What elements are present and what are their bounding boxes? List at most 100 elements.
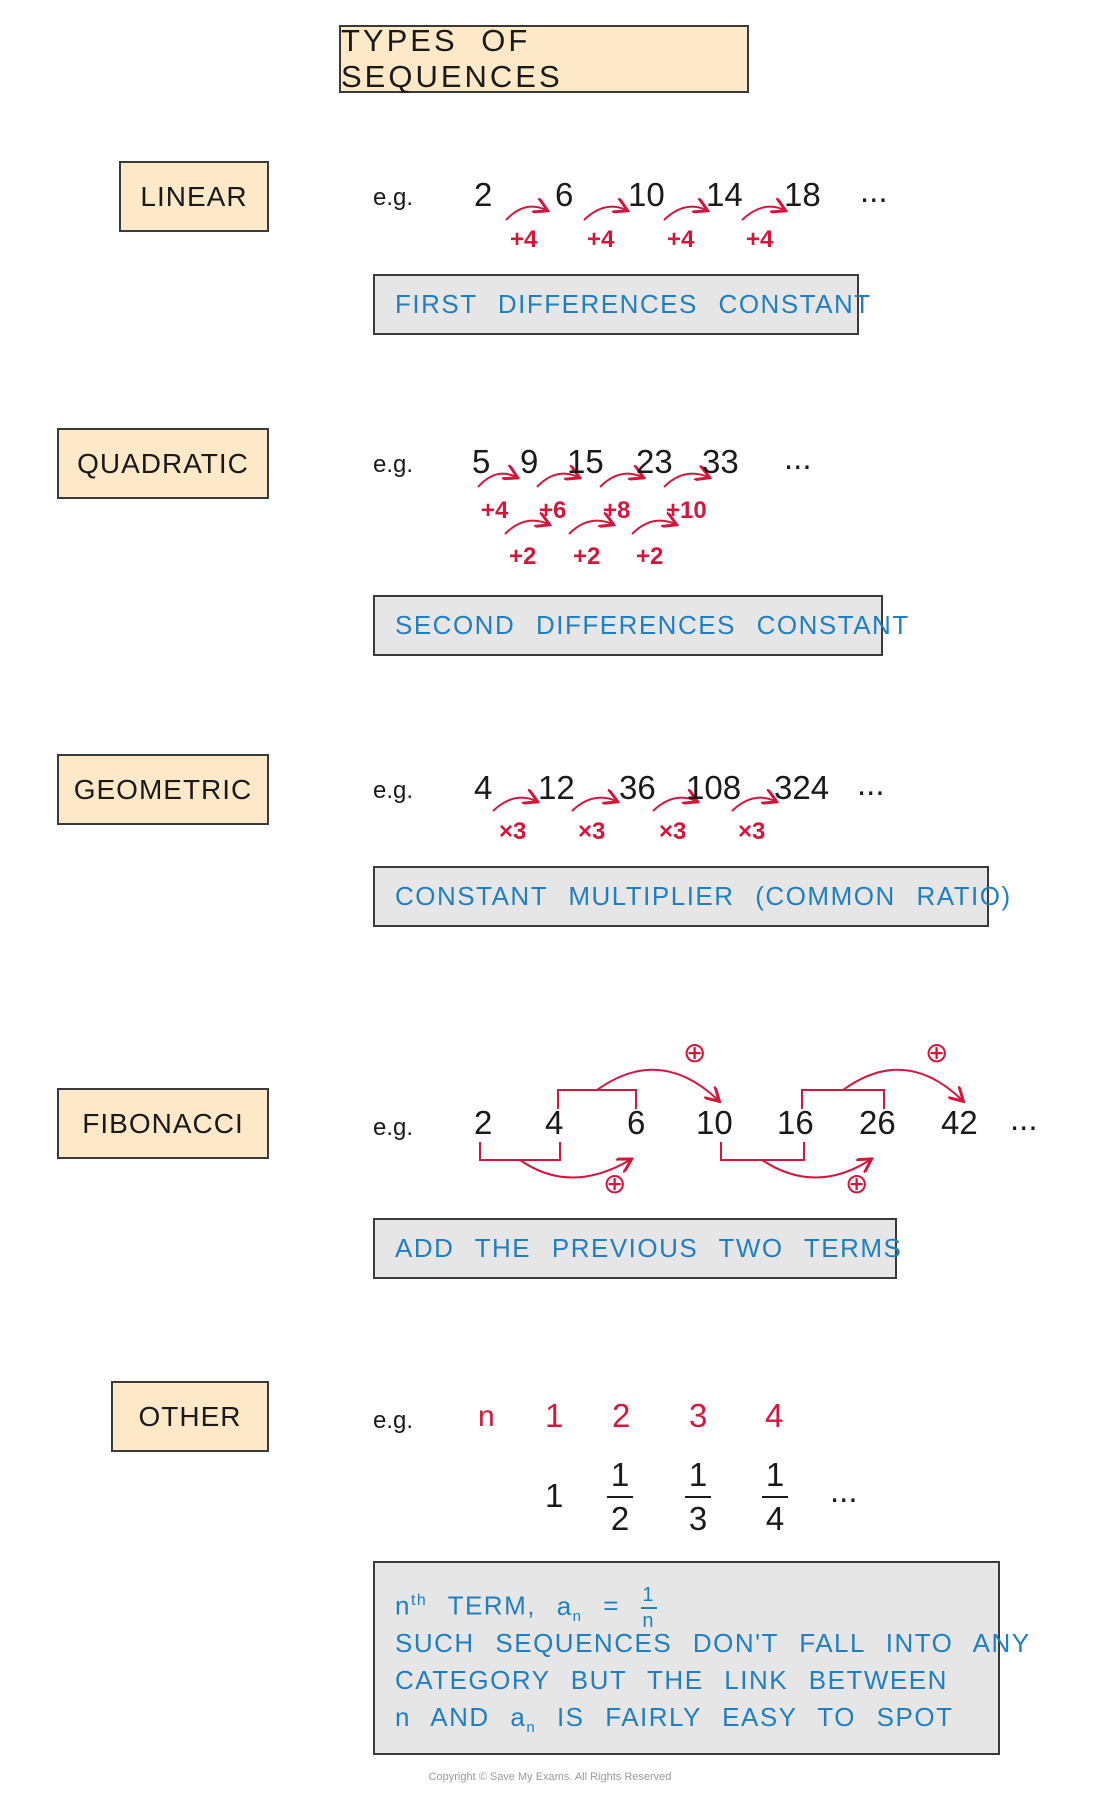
quad-term-1: 5: [472, 443, 491, 480]
quad-arrow-2: [536, 474, 578, 488]
quad-term-5: 33: [702, 443, 739, 480]
other-fraction-1: 1 2: [607, 1457, 633, 1537]
label-other: OTHER: [111, 1381, 269, 1452]
linear-arrow-1: [505, 207, 546, 221]
quad-term-2: 9: [520, 443, 539, 480]
rule-other: nth TERM, an = 1 n SUCH SEQUENCES DON'T …: [373, 1561, 1031, 1755]
fib-ellipsis: ...: [1010, 1100, 1038, 1137]
label-quadratic: QUADRATIC: [57, 428, 269, 499]
other-index-label: n: [478, 1400, 495, 1433]
geo-term-5: 324: [774, 769, 830, 806]
fib-bracket-bottom-1: [479, 1142, 561, 1161]
line3-an: an: [510, 1702, 536, 1736]
nth-prefix: n: [395, 1590, 411, 1621]
quad2-arrow-2: [568, 521, 612, 535]
eg-label-quadratic: e.g.: [373, 451, 414, 478]
other-fraction-3-num: 1: [765, 1456, 785, 1493]
linear-diff-3: +4: [667, 226, 695, 253]
linear-arrow-2: [583, 207, 626, 221]
fib-arrow-4: [761, 1160, 870, 1179]
other-fraction-2: 1 3: [685, 1457, 711, 1537]
linear-diff-1: +4: [510, 226, 538, 253]
fib-arrow-3: [519, 1160, 630, 1179]
fraction-bar: [640, 1606, 657, 1609]
geo-mult-3: ×3: [659, 818, 687, 845]
linear-arrow-4: [741, 207, 784, 221]
geo-arrow-2: [571, 798, 616, 812]
nth-sup: th: [410, 1592, 428, 1609]
quad2-arrow-1: [504, 521, 548, 535]
geo-ellipsis: ...: [857, 765, 885, 802]
other-fraction-3-den: 4: [765, 1500, 785, 1537]
geo-term-3: 36: [619, 769, 656, 806]
rule-geometric: CONSTANT MULTIPLIER (COMMON RATIO): [373, 866, 1010, 927]
fib-plus-icon-4: ⊕: [845, 1168, 869, 1199]
other-term-1: 1: [545, 1477, 564, 1514]
quad-term-4: 23: [636, 443, 673, 480]
fib-bracket-bottom-2: [720, 1142, 805, 1161]
linear-term-3: 10: [628, 176, 665, 213]
eg-label-linear: e.g.: [373, 184, 414, 211]
line3-a-sub: n: [526, 1719, 537, 1737]
fib-arrow-1: [596, 1068, 718, 1100]
fib-plus-icon-2: ⊕: [925, 1037, 949, 1068]
quad-diff-3: +8: [603, 497, 631, 524]
fraction-bar: [762, 1496, 788, 1498]
eg-label-fibonacci: e.g.: [373, 1114, 414, 1141]
quad-arrow-3: [599, 474, 642, 488]
line3-rest: IS FAIRLY EASY TO SPOT: [556, 1702, 954, 1732]
other-index-1: 1: [545, 1397, 564, 1434]
quad-arrow-1: [477, 474, 516, 488]
formula-den: n: [642, 1609, 655, 1632]
other-fraction-2-den: 3: [688, 1500, 708, 1537]
fib-term-4: 10: [696, 1104, 733, 1141]
linear-diff-2: +4: [587, 226, 615, 253]
rule-other-line-1: SUCH SEQUENCES DON'T FALL INTO ANY: [395, 1628, 1031, 1658]
term-label: TERM,: [447, 1590, 536, 1621]
label-fibonacci: FIBONACCI: [57, 1088, 269, 1159]
copyright: Copyright © Save My Exams. All Rights Re…: [428, 1771, 672, 1783]
quad-arrow-4: [663, 474, 708, 488]
label-linear: LINEAR: [119, 161, 269, 232]
line3-n: n: [395, 1702, 411, 1732]
other-index-4: 4: [765, 1397, 784, 1434]
other-index-2: 2: [612, 1397, 631, 1434]
geo-term-4: 108: [686, 769, 742, 806]
quad2-arrow-3: [631, 521, 675, 535]
label-geometric: GEOMETRIC: [57, 754, 269, 825]
fib-arrow-2: [842, 1068, 962, 1100]
formula-fraction: 1 n: [640, 1583, 657, 1632]
geo-arrow-4: [731, 798, 775, 812]
fraction-bar: [607, 1496, 633, 1498]
other-index-3: 3: [689, 1397, 708, 1434]
linear-term-4: 14: [706, 176, 743, 213]
rule-other-formula-line: nth TERM, an = 1 n: [395, 1577, 978, 1631]
fib-plus-icon-1: ⊕: [683, 1037, 707, 1068]
quad-second-diff-1: +2: [509, 543, 537, 570]
fib-term-1: 2: [474, 1104, 493, 1141]
other-fraction-3: 1 4: [762, 1457, 788, 1537]
other-fraction-2-num: 1: [688, 1456, 708, 1493]
page-title: TYPES OF SEQUENCES: [339, 23, 749, 94]
rule-linear: FIRST DIFFERENCES CONSTANT: [373, 274, 870, 335]
formula-a-sub: n: [572, 1607, 583, 1625]
linear-arrow-3: [663, 207, 706, 221]
linear-ellipsis: ...: [860, 172, 888, 209]
formula-a: a: [556, 1590, 573, 1621]
geo-mult-4: ×3: [738, 818, 766, 845]
geo-arrow-1: [492, 798, 536, 812]
other-fraction-1-den: 2: [610, 1500, 630, 1537]
quad-ellipsis: ...: [784, 439, 812, 476]
rule-quadratic: SECOND DIFFERENCES CONSTANT: [373, 595, 908, 656]
formula-num: 1: [642, 1583, 655, 1606]
quad-second-diff-3: +2: [636, 543, 664, 570]
fib-term-5: 16: [777, 1104, 814, 1141]
geo-arrow-3: [652, 798, 696, 812]
geo-term-1: 4: [474, 769, 493, 806]
formula-an: an: [556, 1590, 583, 1625]
linear-term-5: 18: [784, 176, 821, 213]
eg-label-other: e.g.: [373, 1407, 414, 1434]
linear-diff-4: +4: [746, 226, 774, 253]
geo-mult-2: ×3: [578, 818, 606, 845]
fib-term-6: 26: [859, 1104, 896, 1141]
